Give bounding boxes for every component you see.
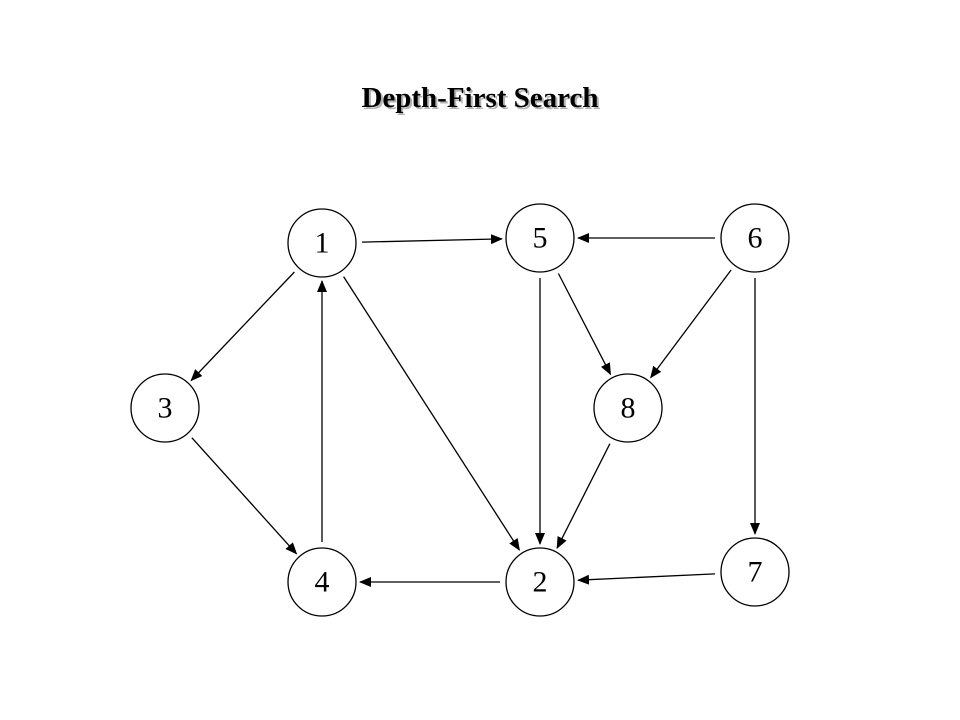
node-layer: 1 2 3 4 5 6 7 8 (130, 203, 790, 617)
node-label: 7 (748, 556, 763, 589)
node-label: 4 (315, 566, 330, 599)
node-4: 4 (287, 547, 357, 617)
node-circle (505, 547, 575, 617)
node-1: 1 (287, 208, 357, 278)
edge-1-to-3 (190, 271, 295, 382)
node-circle (287, 547, 357, 617)
diagram-title: Depth-First Search (361, 82, 599, 114)
node-circle (720, 203, 790, 273)
edge-1-to-5 (361, 234, 503, 245)
node-2: 2 (505, 547, 575, 617)
edge-3-to-4 (191, 437, 298, 555)
node-8: 8 (593, 373, 663, 443)
node-circle (130, 373, 200, 443)
node-3: 3 (130, 373, 200, 443)
node-circle (593, 373, 663, 443)
node-circle (287, 208, 357, 278)
node-label: 1 (315, 227, 330, 260)
node-circle (720, 537, 790, 607)
node-label: 5 (533, 222, 548, 255)
edge-6-to-8 (650, 269, 732, 379)
edge-7-to-2 (577, 573, 716, 585)
node-circle (505, 203, 575, 273)
node-label: 8 (621, 392, 636, 425)
node-label: 6 (748, 222, 763, 255)
edge-5-to-8 (557, 273, 612, 376)
node-6: 6 (720, 203, 790, 273)
node-7: 7 (720, 537, 790, 607)
edge-8-to-2 (556, 443, 611, 549)
node-label: 2 (533, 566, 548, 599)
edge-layer (190, 233, 760, 587)
edge-1-to-2 (343, 276, 520, 551)
node-5: 5 (505, 203, 575, 273)
node-label: 3 (158, 392, 173, 425)
